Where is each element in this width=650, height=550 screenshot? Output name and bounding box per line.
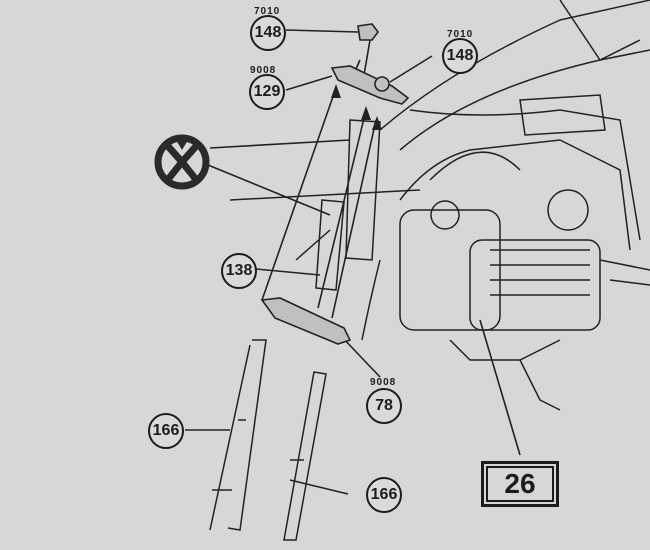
callout-148-right: 148 (442, 38, 478, 74)
callout-138: 138 (221, 253, 257, 289)
callout-166-right: 166 (366, 477, 402, 513)
part-code: 7010 (447, 29, 474, 40)
part-code: 7010 (254, 6, 281, 17)
callout-166-left: 166 (148, 413, 184, 449)
part-code: 9008 (250, 65, 277, 76)
callout-129: 129 (249, 74, 285, 110)
figure-number-box: 26 (481, 461, 559, 507)
special-tool-symbol-icon (154, 134, 210, 190)
callout-148-top: 148 (250, 15, 286, 51)
part-code: 9008 (370, 377, 397, 388)
callout-78: 78 (366, 388, 402, 424)
figure-number: 26 (486, 466, 554, 502)
